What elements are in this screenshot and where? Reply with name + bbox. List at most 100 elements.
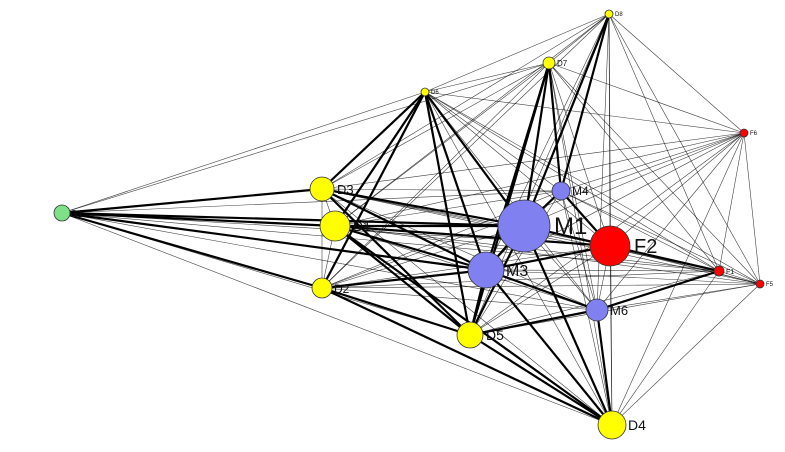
edge-d8-f6: [608, 13, 745, 134]
node-f1[interactable]: [713, 265, 725, 277]
node-label-d1: D1: [353, 218, 371, 234]
node-label-m1: M1: [554, 213, 587, 240]
edge-m4-m6: [560, 190, 598, 311]
node-d6[interactable]: [420, 87, 430, 97]
edge-d5-d7: [468, 62, 551, 336]
edge-d4-f2: [609, 245, 613, 426]
edge-d6-f6: [424, 91, 745, 134]
edge-d8-f2: [608, 13, 611, 247]
edge-d4-f1: [611, 270, 720, 426]
edge-g1-m3: [61, 211, 487, 272]
edge-d5-d6: [423, 91, 472, 336]
edge-d7-m4: [547, 62, 563, 192]
edge-g1-m4: [61, 190, 562, 214]
edge-d6-d7: [424, 62, 550, 93]
edge-m6-f5: [596, 283, 761, 311]
node-label-m4: M4: [572, 184, 589, 198]
edge-d6-d8: [424, 13, 610, 93]
edge-d8-m4: [559, 13, 611, 192]
node-d4[interactable]: [597, 410, 627, 440]
node-m1[interactable]: [497, 199, 551, 253]
node-label-f1: F1: [726, 269, 734, 276]
edge-d1-d8: [334, 13, 610, 227]
node-d1[interactable]: [319, 210, 351, 242]
edge-d6-m6: [424, 91, 598, 311]
edge-d2-d7: [321, 62, 550, 289]
edge-d3-m3: [321, 188, 487, 271]
node-label-d2: D2: [334, 282, 350, 296]
node-d3[interactable]: [309, 176, 335, 202]
edge-d2-f5: [321, 283, 761, 289]
edge-f1-f6: [718, 132, 745, 272]
edge-d1-m3: [334, 224, 487, 272]
node-label-m3: M3: [506, 263, 528, 280]
edge-d7-f2: [548, 62, 611, 247]
edge-f2-f6: [609, 132, 745, 247]
edge-d7-f6: [548, 62, 745, 134]
node-label-d8: D8: [615, 12, 623, 18]
node-d2[interactable]: [311, 277, 333, 299]
edge-m6-f1: [596, 269, 720, 312]
node-d5[interactable]: [456, 321, 484, 349]
node-label-d5: D5: [486, 327, 504, 343]
edge-m4-f1: [560, 190, 720, 272]
node-g1[interactable]: [53, 204, 71, 222]
edge-d5-d4: [469, 334, 613, 426]
edge-d7-m6: [548, 62, 598, 311]
edge-d1-m4: [334, 190, 562, 227]
edge-m3-f5: [485, 269, 761, 285]
edge-d4-f5: [611, 283, 761, 426]
edge-d2-d5: [321, 286, 471, 337]
node-label-d4: D4: [628, 417, 646, 433]
edge-f1-f5: [718, 270, 761, 285]
edge-m3-d6: [423, 91, 488, 271]
node-m6[interactable]: [585, 298, 609, 322]
edge-d6-m4: [424, 91, 562, 192]
edge-g1-d7: [61, 62, 550, 214]
edge-d8-f5: [608, 13, 761, 285]
node-f6[interactable]: [739, 128, 749, 138]
edge-d2-m6: [321, 287, 598, 311]
node-f2[interactable]: [589, 225, 631, 267]
edge-d5-m6: [469, 308, 598, 337]
edge-d6-d1: [334, 91, 426, 227]
edge-d6-f5: [424, 91, 761, 285]
edge-d1-f2: [334, 224, 611, 248]
edge-d2-f1: [321, 270, 720, 289]
edge-d4-f6: [611, 132, 745, 426]
node-d8[interactable]: [604, 9, 614, 19]
edge-d1-d5: [334, 225, 471, 336]
node-label-g1: G1: [70, 209, 84, 220]
edge-m1-f6: [523, 132, 745, 227]
edge-d2-d8: [321, 13, 610, 289]
node-label-f5: F5: [766, 282, 774, 288]
edge-g1-m6: [61, 212, 598, 311]
node-label-f2: F2: [634, 236, 657, 258]
edge-g1-d3: [61, 187, 323, 215]
edge-f5-f6: [743, 132, 761, 285]
node-d7[interactable]: [542, 56, 556, 70]
node-label-f6: F6: [750, 131, 758, 137]
edge-d6-d2: [321, 91, 426, 289]
edge-m3-f2: [485, 244, 611, 272]
edge-g1-m1: [61, 211, 525, 228]
node-label-d6: D6: [431, 90, 439, 96]
node-m4[interactable]: [551, 181, 571, 201]
edge-g1-d6: [61, 91, 426, 214]
node-f5[interactable]: [755, 279, 765, 289]
nodes-layer: [53, 9, 765, 440]
edge-d7-d8: [548, 13, 610, 64]
edge-m4-f5: [560, 190, 761, 285]
edges-layer: [61, 13, 761, 426]
edge-d7-f5: [548, 62, 761, 285]
edge-g1-d2: [61, 211, 323, 290]
edge-m6-d4: [595, 309, 614, 426]
edge-d2-d4: [321, 287, 613, 426]
edge-g1-d4: [61, 212, 613, 426]
edge-m3-m6: [485, 268, 598, 312]
node-label-d7: D7: [557, 59, 568, 68]
node-m3[interactable]: [467, 251, 505, 289]
edge-d3-d5: [321, 188, 471, 336]
